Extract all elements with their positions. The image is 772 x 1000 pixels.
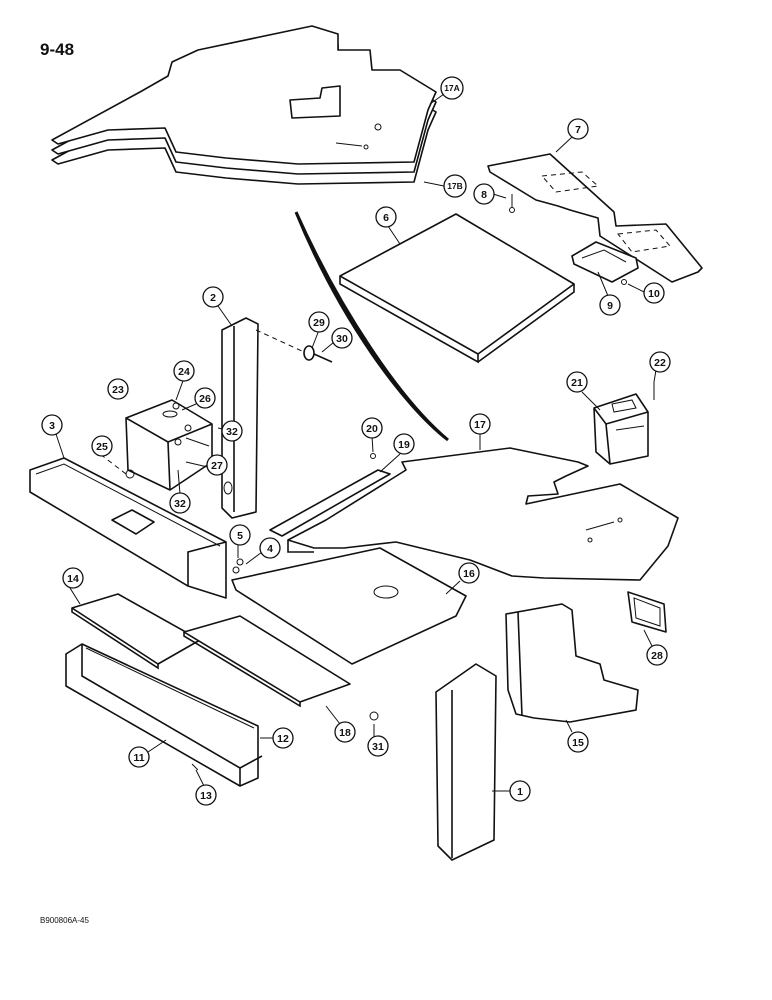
svg-text:26: 26 xyxy=(199,393,211,405)
svg-text:18: 18 xyxy=(339,727,351,739)
callout-6: 6 xyxy=(375,206,397,228)
callout-31: 31 xyxy=(367,735,389,757)
svg-text:1: 1 xyxy=(517,786,523,798)
svg-text:13: 13 xyxy=(200,790,212,802)
callout-26: 26 xyxy=(194,387,216,409)
callout-14: 14 xyxy=(62,567,84,589)
part-18-pad xyxy=(183,615,351,708)
svg-text:17A: 17A xyxy=(444,83,460,93)
svg-text:24: 24 xyxy=(178,366,190,378)
callout-10: 10 xyxy=(643,282,665,304)
part-28-panel xyxy=(627,591,667,633)
svg-text:16: 16 xyxy=(463,568,475,580)
part-23-box xyxy=(99,399,213,491)
callout-11: 11 xyxy=(128,746,150,768)
callout-13: 13 xyxy=(195,784,217,806)
callout-16: 16 xyxy=(458,562,480,584)
callout-1: 1 xyxy=(509,780,531,802)
part-2-panel xyxy=(221,317,259,519)
reference-cable xyxy=(294,211,449,442)
svg-text:21: 21 xyxy=(571,377,583,389)
callout-20: 20 xyxy=(361,417,383,439)
callout-17: 17 xyxy=(469,413,491,435)
svg-text:4: 4 xyxy=(267,543,273,555)
callout-5: 5 xyxy=(229,524,251,546)
part-7-mat xyxy=(487,153,703,283)
svg-text:11: 11 xyxy=(133,752,144,764)
svg-text:32: 32 xyxy=(226,426,238,438)
callout-28: 28 xyxy=(646,644,668,666)
part-15-shroud xyxy=(505,603,639,723)
svg-text:5: 5 xyxy=(237,530,243,542)
callout-23: 23 xyxy=(107,378,129,400)
callout-4: 4 xyxy=(259,537,281,559)
svg-text:14: 14 xyxy=(67,573,79,585)
callout-30: 30 xyxy=(331,327,353,349)
part-29-30-pin xyxy=(255,329,333,363)
callout-8: 8 xyxy=(473,183,495,205)
callout-24: 24 xyxy=(173,360,195,382)
part-1-panel xyxy=(435,663,497,861)
svg-text:3: 3 xyxy=(49,420,55,432)
svg-text:22: 22 xyxy=(654,357,666,369)
callout-21: 21 xyxy=(566,371,588,393)
svg-text:6: 6 xyxy=(383,212,389,224)
svg-text:17: 17 xyxy=(474,419,486,431)
callout-balloons: 1 2 3 4 5 6 7 8 9 10 11 12 13 14 15 16 1… xyxy=(41,76,671,806)
callout-22: 22 xyxy=(649,351,671,373)
svg-text:30: 30 xyxy=(336,333,348,345)
svg-text:32: 32 xyxy=(174,498,186,510)
document-code: B900806A-45 xyxy=(40,916,89,925)
callout-19: 19 xyxy=(393,433,415,455)
callout-29: 29 xyxy=(308,311,330,333)
svg-text:27: 27 xyxy=(211,460,223,472)
callout-3: 3 xyxy=(41,414,63,436)
part-11-angle xyxy=(65,643,263,787)
leader-lines xyxy=(55,93,657,792)
svg-text:7: 7 xyxy=(575,124,581,136)
callout-12: 12 xyxy=(272,727,294,749)
svg-text:17B: 17B xyxy=(447,181,463,191)
callout-9: 9 xyxy=(599,294,621,316)
svg-text:28: 28 xyxy=(651,650,663,662)
part-3-tray xyxy=(29,457,227,599)
callout-2: 2 xyxy=(202,286,224,308)
callout-17b: 17B xyxy=(443,174,467,198)
svg-text:29: 29 xyxy=(313,317,325,329)
part-6-mat xyxy=(339,213,575,364)
callout-15: 15 xyxy=(567,731,589,753)
part-21-box xyxy=(593,393,649,465)
part-9-bracket xyxy=(571,241,639,283)
svg-text:10: 10 xyxy=(648,288,660,300)
page-number: 9-48 xyxy=(40,40,75,59)
callout-7: 7 xyxy=(567,118,589,140)
part-17-mat xyxy=(287,447,679,581)
svg-text:8: 8 xyxy=(481,189,487,201)
callout-25: 25 xyxy=(91,435,113,457)
callout-32-lower: 32 xyxy=(169,492,191,514)
callout-17a: 17A xyxy=(440,76,464,100)
svg-text:23: 23 xyxy=(112,384,124,396)
svg-text:12: 12 xyxy=(277,733,289,745)
svg-text:9: 9 xyxy=(607,300,613,312)
svg-text:19: 19 xyxy=(398,439,410,451)
svg-text:2: 2 xyxy=(210,292,216,304)
callout-18: 18 xyxy=(334,721,356,743)
hardware-fasteners xyxy=(125,194,655,771)
svg-text:20: 20 xyxy=(366,423,378,435)
callout-27: 27 xyxy=(206,454,228,476)
part-upper-mats-17a-17b xyxy=(51,25,437,185)
part-19-strip xyxy=(269,469,391,537)
svg-text:25: 25 xyxy=(96,441,108,453)
part-16-floor-plate xyxy=(231,547,467,665)
callout-32-upper: 32 xyxy=(221,420,243,442)
svg-text:31: 31 xyxy=(372,741,384,753)
svg-text:15: 15 xyxy=(572,737,584,749)
